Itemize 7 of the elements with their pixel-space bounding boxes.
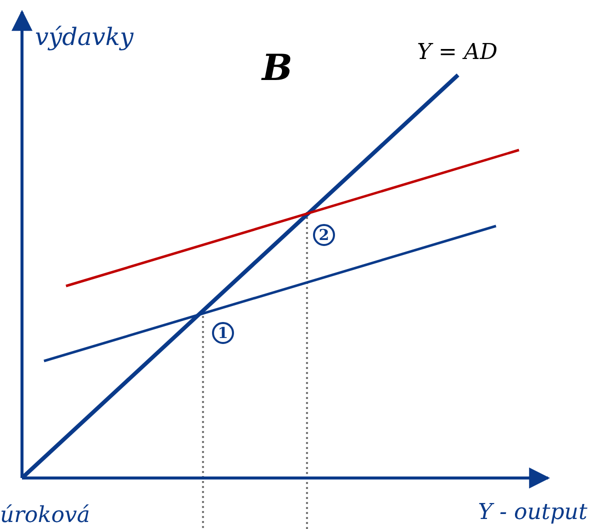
axis-label: Y - output	[478, 502, 588, 524]
point-number: 1	[212, 322, 234, 344]
axis-label: výdavky	[35, 25, 134, 49]
point-number: 2	[313, 224, 335, 246]
axis-label: úroková	[0, 505, 90, 527]
panel-letter: B	[262, 50, 292, 86]
line-label: Y = AD	[417, 42, 498, 64]
